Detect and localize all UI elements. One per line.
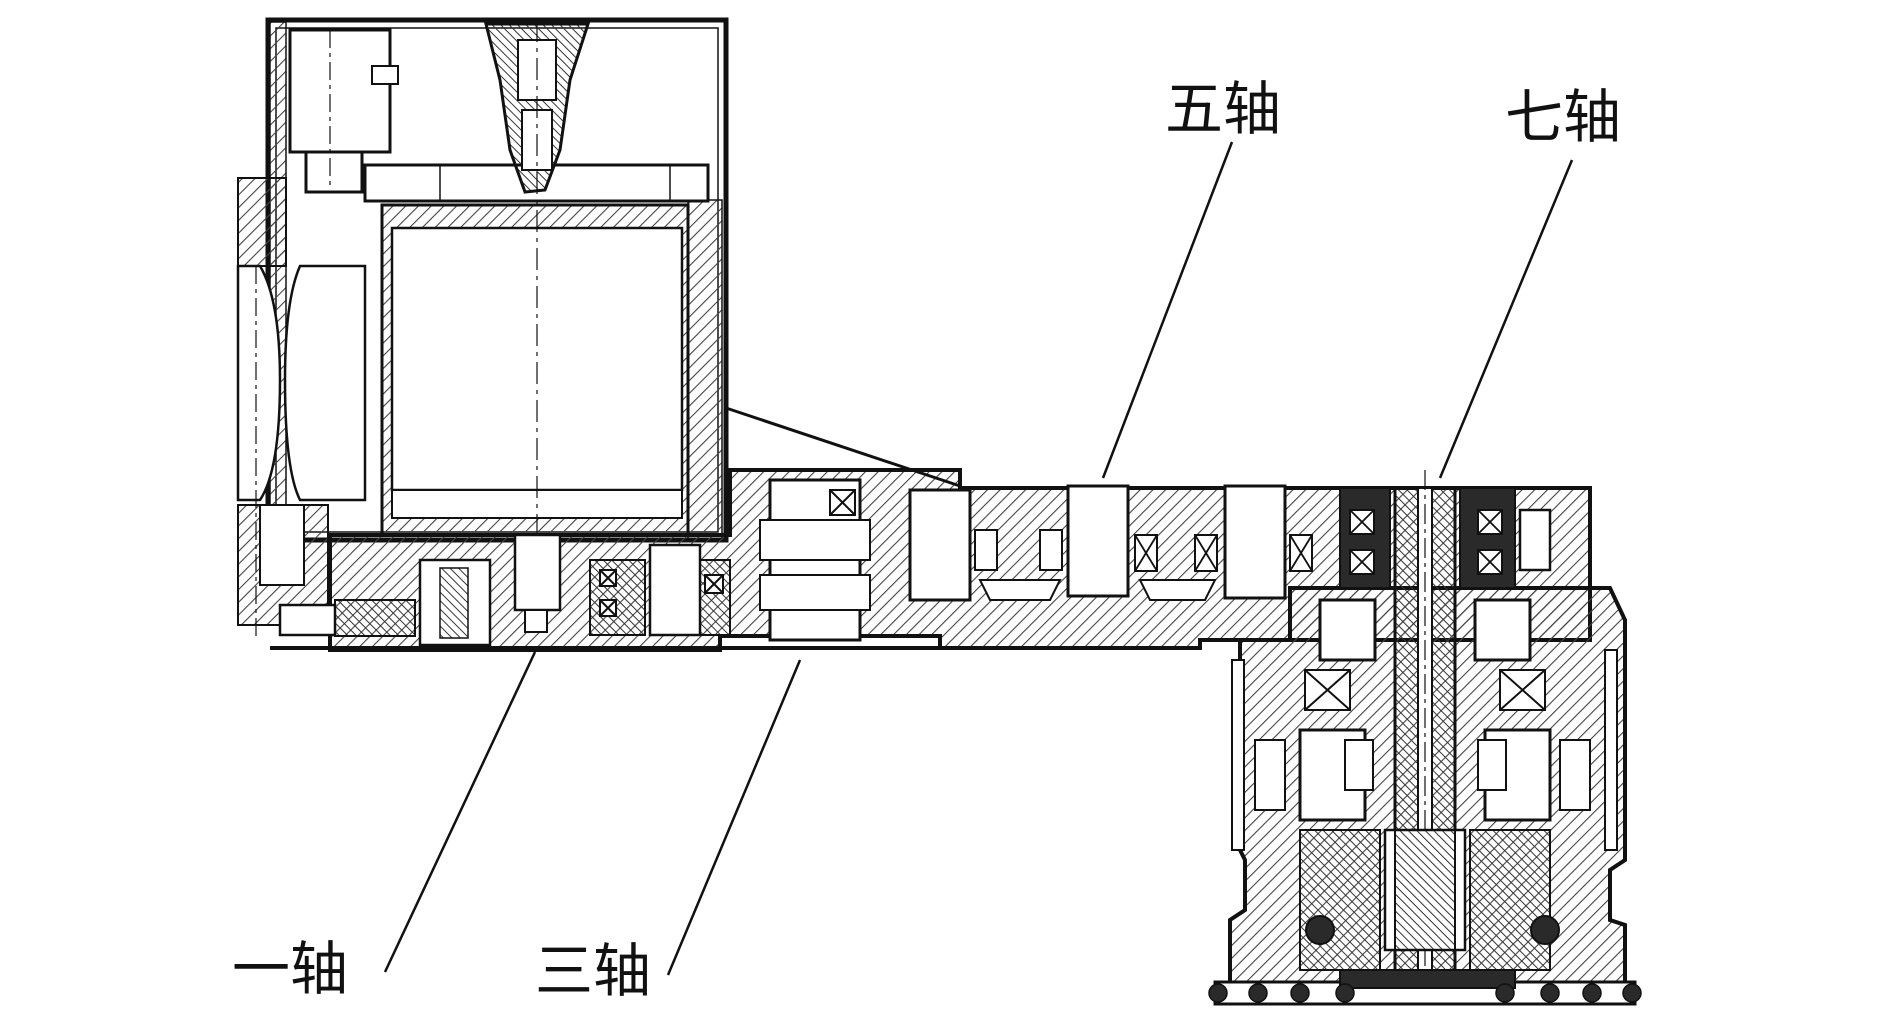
motor-housing (265, 17, 729, 620)
leader-axis-5 (1101, 141, 1234, 479)
axis-7-column (1208, 470, 1642, 1006)
leader-axis-1 (383, 651, 537, 973)
label-axis-5: 五轴 (1165, 75, 1282, 143)
leader-axis-3 (666, 659, 802, 976)
lower-arm-beam (270, 406, 1592, 652)
label-axis-7: 七轴 (1505, 83, 1622, 151)
label-axis-1: 一轴 (232, 935, 349, 1003)
label-axis-3: 三轴 (535, 937, 652, 1005)
leader-lines (383, 141, 1574, 976)
leader-axis-7 (1438, 159, 1574, 479)
